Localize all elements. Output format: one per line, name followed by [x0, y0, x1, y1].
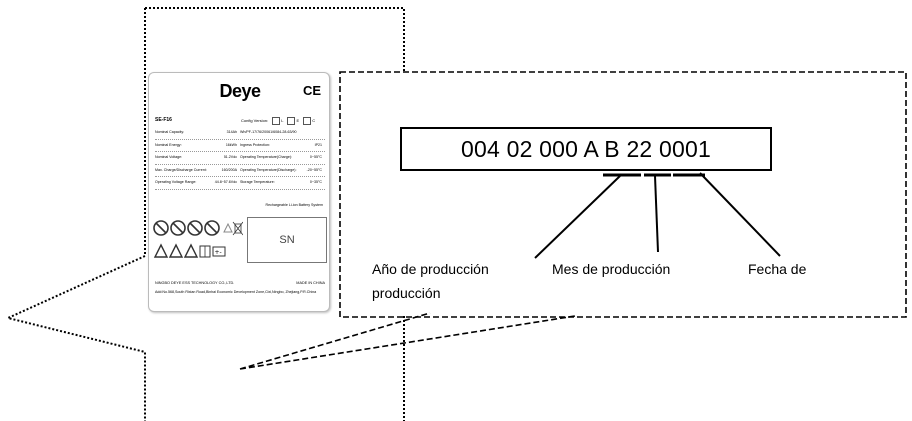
- spec-row: Nominal Energy:16kWh Ingress Protection:…: [155, 140, 325, 152]
- no-fire-icon: [170, 220, 186, 236]
- date-caption: Fecha de: [748, 261, 807, 277]
- warning-icon: [153, 243, 169, 258]
- serial-code: 004 02 000 A B 22 0001: [461, 135, 711, 162]
- date-leader-line: [699, 172, 781, 257]
- spec-table: Nominal Capacity:314Ah Wh/PF-17/76/20061…: [155, 127, 325, 190]
- company-line: NINGBO DEYE ESS TECHNOLOGY CO.,LTD. MADE…: [155, 281, 325, 285]
- electric-warning-icon: [168, 243, 184, 258]
- dotted-magnifier-outline: [4, 7, 405, 421]
- month-leader-line: [654, 175, 659, 253]
- brand-logo: Deye: [219, 81, 261, 101]
- wheelie-bin-icon: [232, 221, 243, 236]
- made-in: MADE IN CHINA: [296, 281, 325, 285]
- config-version: Config Version: L E C: [241, 117, 316, 125]
- no-open-icon: [153, 220, 169, 236]
- dashed-zoom-box: [339, 71, 907, 318]
- company-address: Add:No.568,South Rixian Road,Binhai Econ…: [155, 290, 317, 294]
- battery-polarity-icon: +-: [212, 246, 226, 257]
- year-caption: Año de producción producción: [372, 261, 489, 301]
- ce-mark: CE: [302, 83, 321, 98]
- spec-row: Nominal Capacity:314Ah Wh/PF-17/76/20061…: [155, 127, 325, 140]
- year-leader-line: [534, 175, 621, 259]
- recycle-icon: [223, 222, 233, 233]
- spec-row: Nominal Voltage:51.2Vdc Operating Temper…: [155, 152, 325, 165]
- dashed-connector: [239, 312, 576, 370]
- no-water-icon: [187, 220, 203, 236]
- serial-number-box: SN: [247, 217, 327, 263]
- manual-icon: [199, 245, 211, 258]
- serial-code-box: 004 02 000 A B 22 0001: [400, 127, 772, 171]
- safety-icons: +-: [153, 220, 243, 258]
- sn-text: SN: [279, 234, 295, 246]
- svg-text:+-: +-: [215, 249, 222, 256]
- system-type: Rechargeable Li-ion Battery System: [265, 203, 323, 207]
- battery-warning-icon: [183, 243, 199, 258]
- spec-row: Operating Voltage Range:44.8~57.6Vdc Sto…: [155, 177, 325, 190]
- spec-row: Max. Charge/Discharge Current:160/200A O…: [155, 165, 325, 177]
- product-label: Deye CE SE-F16 Config Version: L E C Nom…: [148, 72, 330, 312]
- company-name: NINGBO DEYE ESS TECHNOLOGY CO.,LTD.: [155, 281, 235, 285]
- model-number: SE-F16: [155, 117, 172, 123]
- month-caption: Mes de producción: [552, 261, 671, 277]
- no-short-icon: [204, 220, 220, 236]
